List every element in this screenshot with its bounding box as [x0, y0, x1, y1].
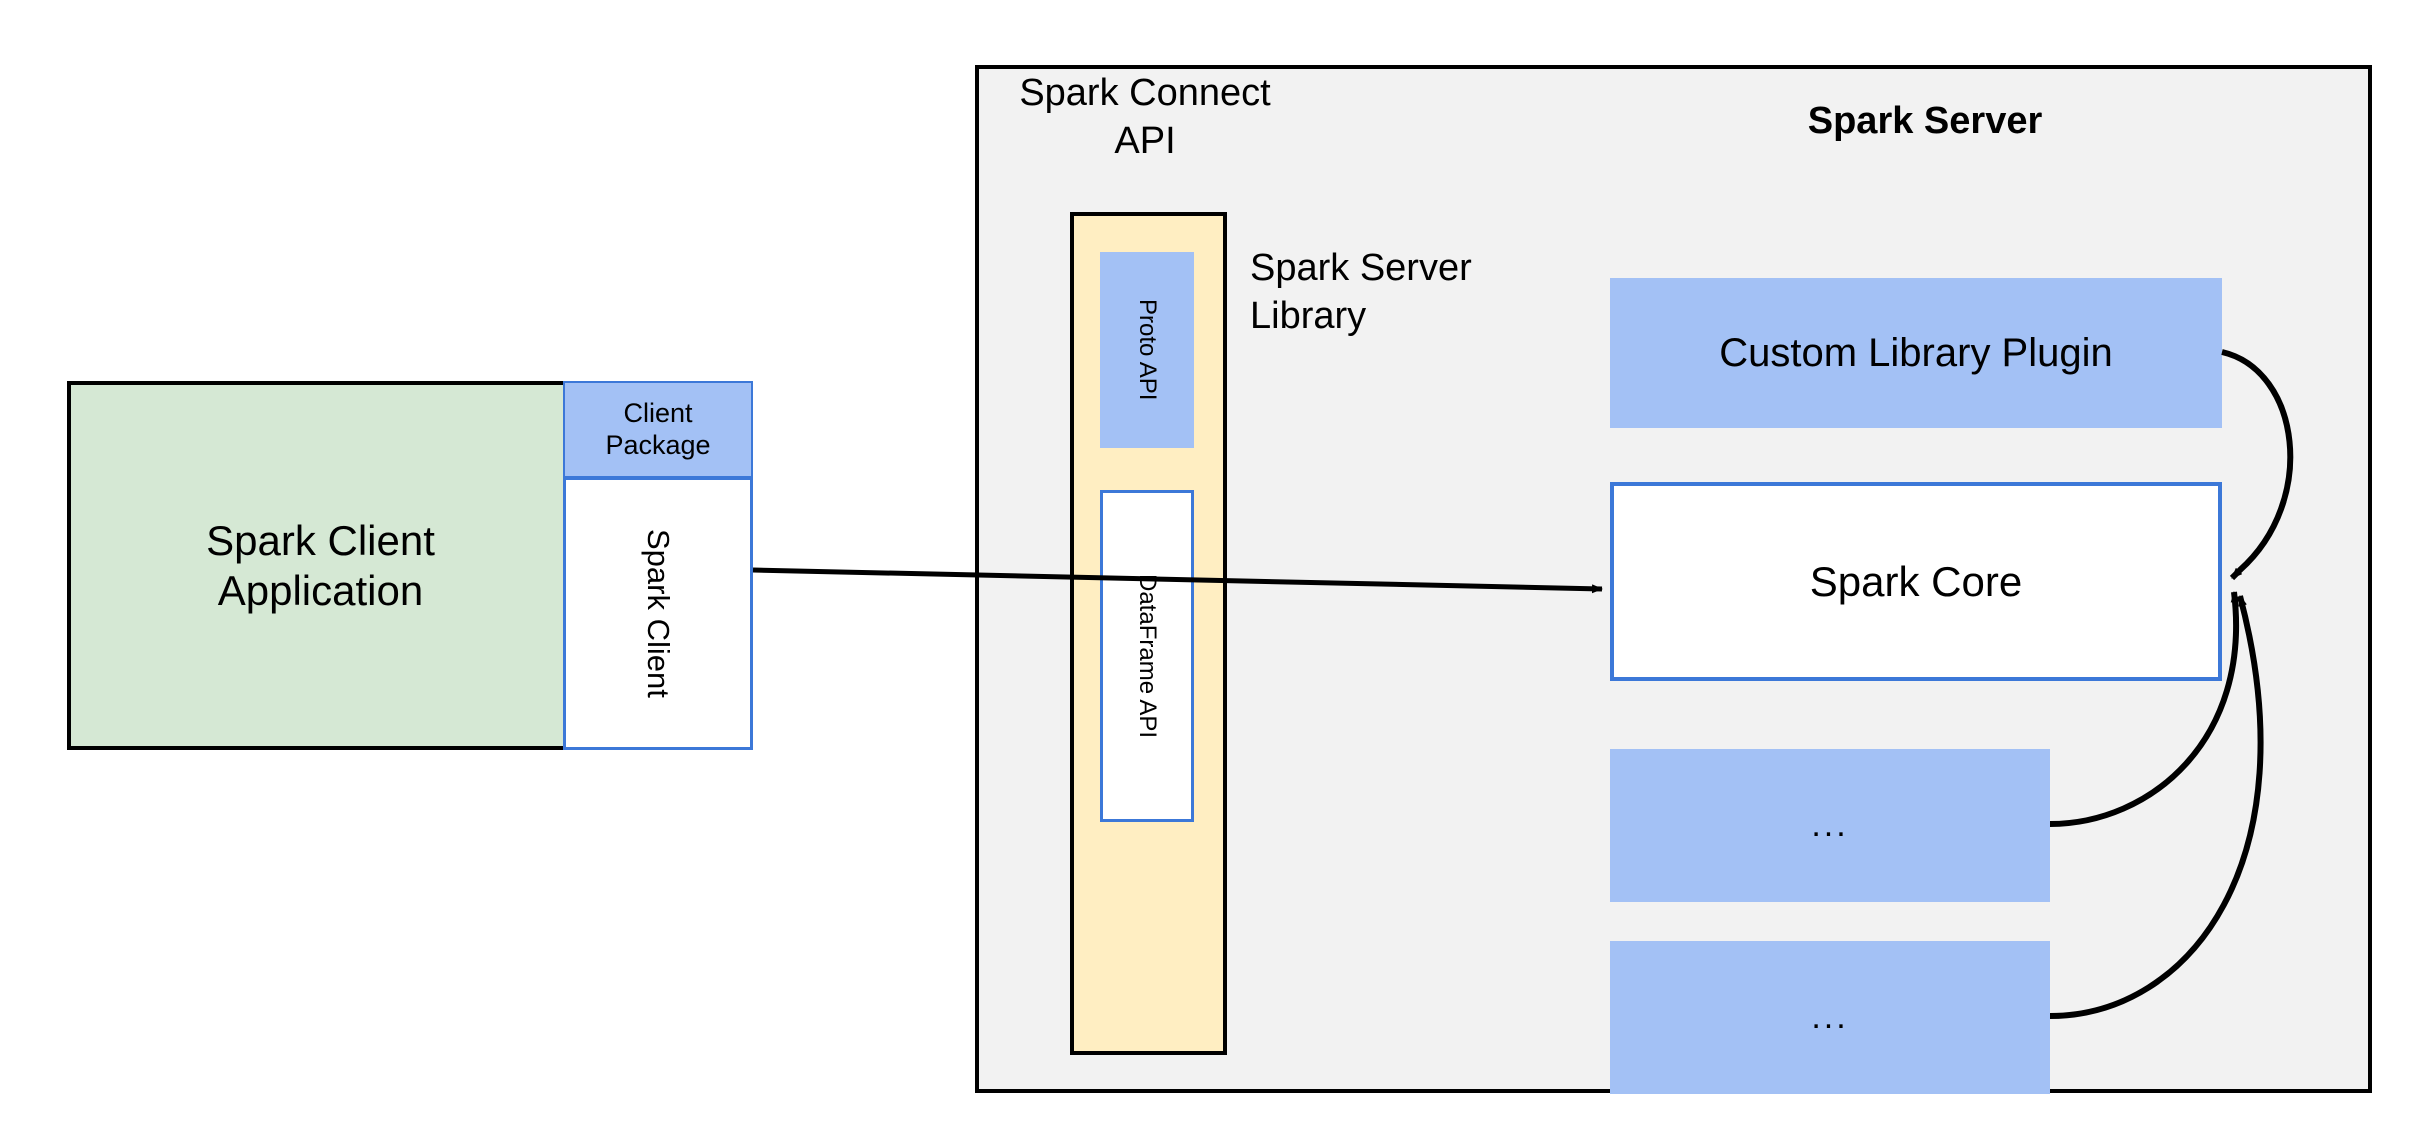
dataframe-api-box[interactable]: DataFrame API: [1100, 490, 1194, 822]
spark-server-library-title: Spark Server Library: [1250, 247, 1472, 337]
spark-client-application-box[interactable]: Spark Client Application: [67, 381, 574, 750]
client-package-label: Client Package: [605, 397, 711, 460]
ellipsis-label-2: ...: [1811, 998, 1849, 1036]
custom-library-plugin-label: Custom Library Plugin: [1719, 330, 2113, 375]
ellipsis-box-1[interactable]: ...: [1610, 749, 2050, 902]
spark-client-application-label: Spark Client Application: [206, 516, 435, 614]
ellipsis-label-1: ...: [1811, 806, 1849, 844]
spark-core-box[interactable]: Spark Core: [1610, 482, 2222, 681]
custom-library-plugin-box[interactable]: Custom Library Plugin: [1610, 278, 2222, 428]
spark-client-box[interactable]: Spark Client: [563, 477, 753, 750]
client-package-box[interactable]: Client Package: [563, 381, 753, 478]
proto-api-label: Proto API: [1134, 299, 1161, 401]
spark-core-label: Spark Core: [1809, 557, 2023, 605]
spark-server-title: Spark Server: [1807, 100, 2043, 142]
dataframe-api-label: DataFrame API: [1134, 573, 1161, 739]
spark-connect-api-title: Spark Connect API: [1019, 72, 1271, 162]
ellipsis-box-2[interactable]: ...: [1610, 941, 2050, 1094]
proto-api-box[interactable]: Proto API: [1100, 252, 1194, 448]
spark-client-label: Spark Client: [641, 529, 676, 698]
